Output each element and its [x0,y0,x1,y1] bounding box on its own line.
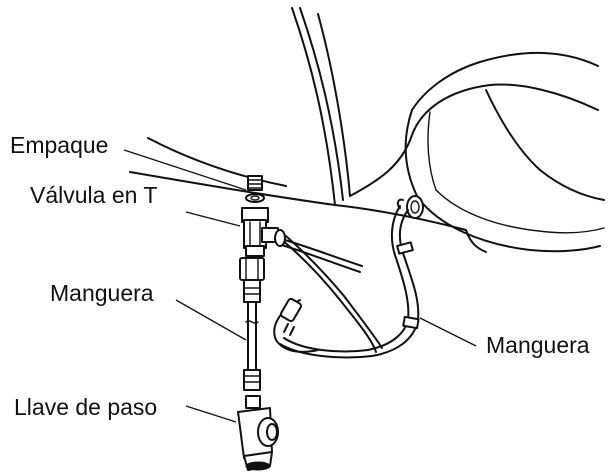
leader-tee-valve [186,212,240,226]
label-hose-left: Manguera [50,282,154,305]
tee-valve [242,208,285,256]
toilet-bowl-outline [130,53,604,252]
label-gasket: Empaque [10,134,108,157]
right-hose [280,206,419,358]
shutoff-valve [238,396,278,470]
left-hose [240,258,264,390]
leader-lines [124,150,476,422]
tee-outlet-hose [278,238,362,272]
label-shutoff-valve: Llave de paso [14,396,157,419]
label-tee-valve: Válvula en T [30,184,157,207]
leader-right-hose [420,318,476,346]
label-hose-right: Manguera [486,334,590,357]
leader-shutoff-valve [186,406,236,422]
gasket [246,176,264,202]
leader-left-hose [176,300,246,340]
